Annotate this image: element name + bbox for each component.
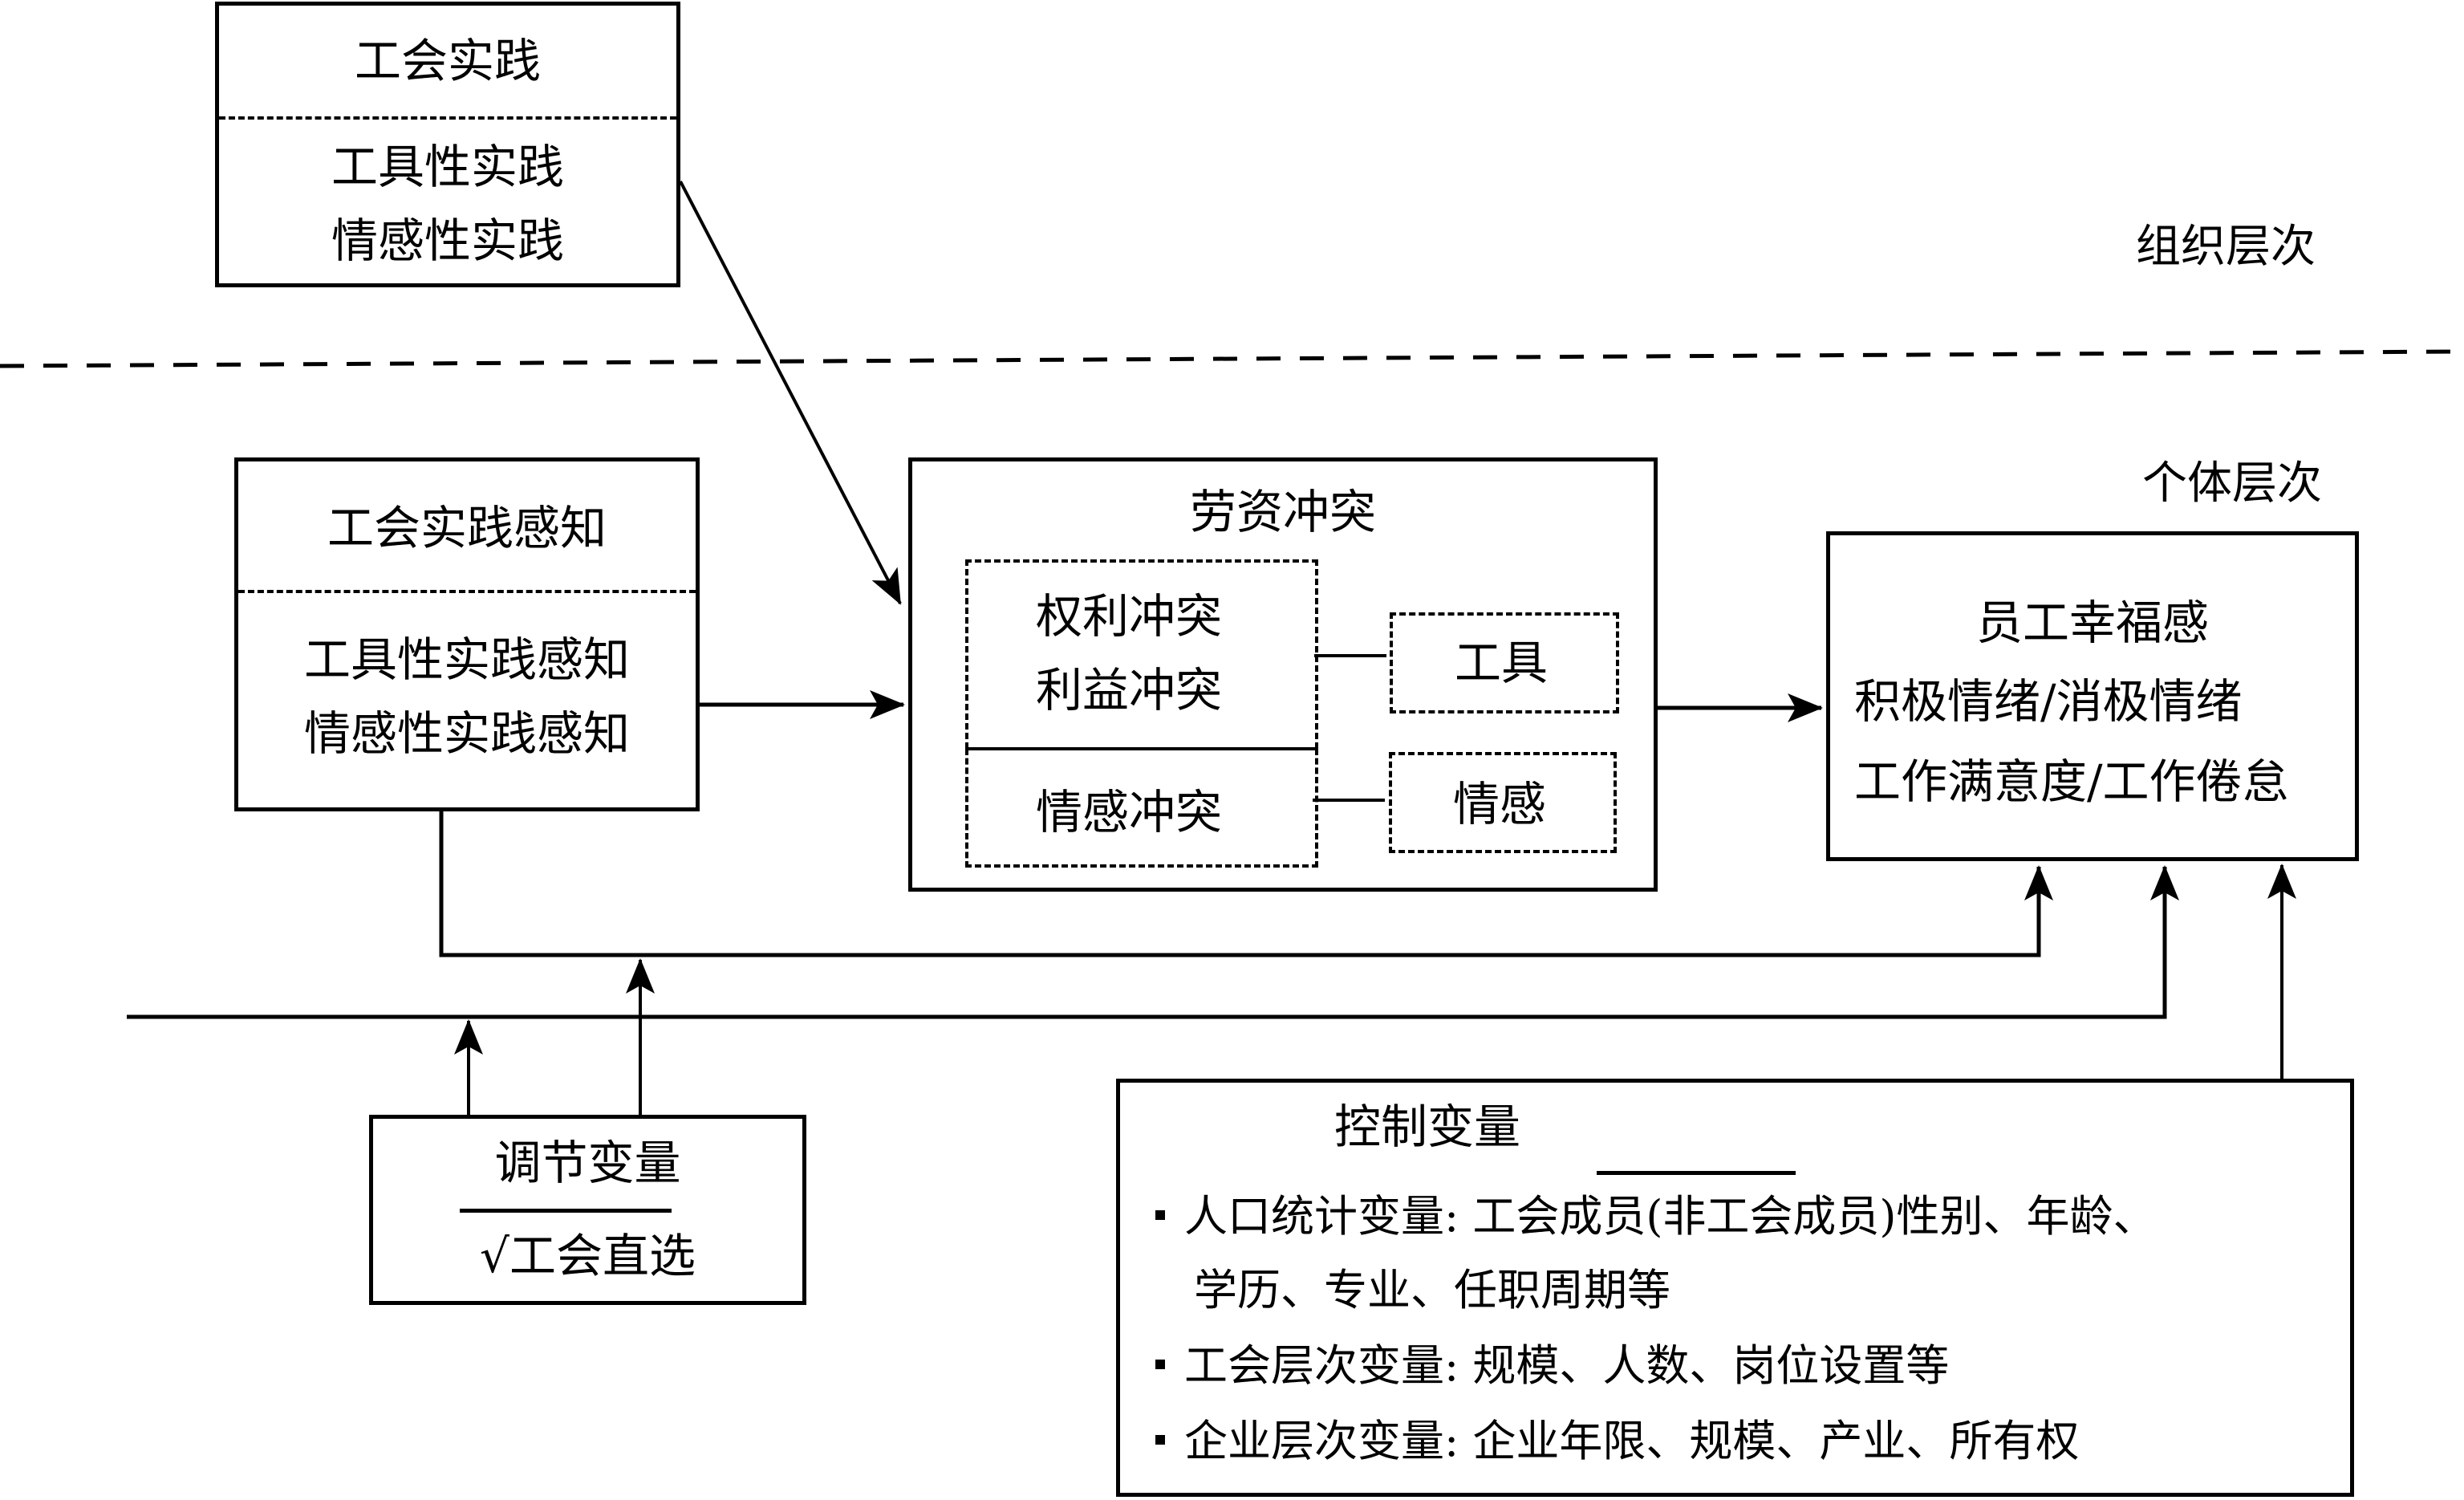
conflict-item-interest: 利益冲突 <box>1035 663 1222 717</box>
tag-affective-label: 情感 <box>1452 777 1546 831</box>
level-label-individual: 个体层次 <box>2142 457 2322 510</box>
conflict-group-separator <box>965 747 1318 750</box>
perceived-practice-item: 情感性实践感知 <box>303 706 630 761</box>
wellbeing-box: 员工幸福感 积极情绪/消极情绪 工作满意度/工作倦怠 <box>1826 531 2359 861</box>
controls-item-demographic-cont: 学历、专业、任职周期等 <box>1194 1269 1670 1312</box>
union-practice-item: 工具性实践 <box>331 140 564 194</box>
wellbeing-item: 工作满意度/工作倦怠 <box>1854 754 2289 809</box>
perceived-practice-title: 工会实践感知 <box>327 501 607 555</box>
union-practice-title: 工会实践 <box>354 34 541 88</box>
controls-item-text: 人口统计变量: 工会成员(非工会成员)性别、年龄、 <box>1184 1191 2157 1242</box>
controls-item-text: 学历、专业、任职周期等 <box>1194 1265 1670 1315</box>
conflict-group-instrumental: 权利冲突 利益冲突 <box>965 559 1318 749</box>
controls-item-text: 工会层次变量: 规模、人数、岗位设置等 <box>1184 1340 1950 1391</box>
conflict-group-affective: 情感冲突 <box>965 749 1318 868</box>
level-label-organization: 组织层次 <box>2136 221 2316 273</box>
tag-affective: 情感 <box>1389 752 1617 853</box>
level-divider <box>0 349 2464 368</box>
moderator-divider <box>460 1209 672 1213</box>
path-perception-to-wellbeing <box>439 810 2053 957</box>
tag-instrumental-label: 工具 <box>1454 636 1548 690</box>
moderator-title: 调节变量 <box>494 1136 681 1190</box>
bullet-icon <box>1155 1435 1165 1445</box>
wellbeing-item: 积极情绪/消极情绪 <box>1854 674 2243 729</box>
arrow-practice-to-conflict <box>679 181 902 605</box>
controls-item-text: 企业层次变量: 企业年限、规模、产业、所有权 <box>1184 1416 2080 1466</box>
tag-instrumental: 工具 <box>1390 612 1619 713</box>
controls-item-firm-level: 企业层次变量: 企业年限、规模、产业、所有权 <box>1155 1420 2079 1463</box>
controls-box: 控制变量 人口统计变量: 工会成员(非工会成员)性别、年龄、 学历、专业、任职周… <box>1116 1079 2354 1497</box>
controls-item-union-level: 工会层次变量: 规模、人数、岗位设置等 <box>1155 1344 1949 1388</box>
wellbeing-title: 员工幸福感 <box>1975 596 2209 650</box>
controls-item-demographic: 人口统计变量: 工会成员(非工会成员)性别、年龄、 <box>1155 1195 2157 1238</box>
perceived-practice-divider <box>238 590 696 593</box>
labor-conflict-box: 劳资冲突 权利冲突 利益冲突 情感冲突 工具 情感 <box>908 457 1658 892</box>
union-practice-divider <box>219 116 676 120</box>
bullet-icon <box>1155 1360 1165 1369</box>
path-moderator-line-to-wellbeing <box>127 865 2179 1019</box>
controls-title: 控制变量 <box>1333 1100 1520 1154</box>
perceived-practice-item: 工具性实践感知 <box>303 632 630 687</box>
labor-conflict-title: 劳资冲突 <box>1189 485 1376 539</box>
perceived-practice-box: 工会实践感知 工具性实践感知 情感性实践感知 <box>234 457 700 811</box>
conflict-item-affective: 情感冲突 <box>1035 785 1222 839</box>
union-practice-box: 工会实践 工具性实践 情感性实践 <box>215 2 680 287</box>
controls-divider <box>1597 1171 1796 1175</box>
bullet-icon <box>1155 1210 1165 1220</box>
conflict-item-rights: 权利冲突 <box>1035 589 1222 644</box>
moderator-box: 调节变量 √工会直选 <box>369 1115 806 1305</box>
union-practice-item: 情感性实践 <box>331 213 564 268</box>
moderator-item: √工会直选 <box>480 1229 696 1283</box>
